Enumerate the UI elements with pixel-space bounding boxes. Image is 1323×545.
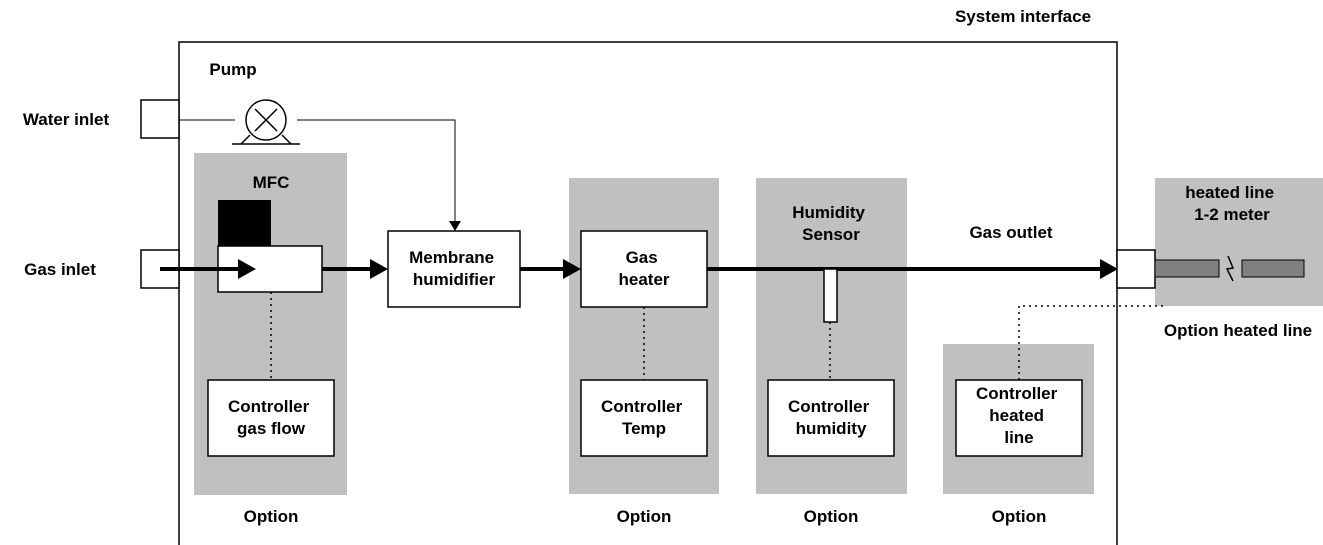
pump-label: Pump <box>209 60 256 79</box>
mfc-valve-block <box>218 200 271 246</box>
controller-temp-label: Controller Temp <box>601 397 687 438</box>
gas-outlet-port <box>1116 249 1156 289</box>
heated-line-line-1: heated line <box>1185 183 1274 202</box>
controller-heated-line-line-1: Controller <box>976 384 1058 403</box>
option-label-sensor: Option <box>804 507 859 526</box>
gas-heater-line-2: heater <box>618 270 669 289</box>
controller-heated-line-label: Controller heated line <box>976 384 1062 447</box>
heated-line-tube-right <box>1241 259 1305 278</box>
controller-heated-line-line-2: heated <box>989 406 1044 425</box>
controller-heated-line-line-3: line <box>1004 428 1033 447</box>
gas-inlet-label: Gas inlet <box>24 260 96 279</box>
controller-humidity-line-1: Controller <box>788 397 870 416</box>
controller-temp-line-1: Controller <box>601 397 683 416</box>
membrane-humidifier-label: Membrane humidifier <box>409 248 499 289</box>
option-label-heater: Option <box>617 507 672 526</box>
system-interface-label: System interface <box>955 7 1091 26</box>
controller-gas-flow-label: Controller gas flow <box>228 397 314 438</box>
heated-line-label: heated line 1-2 meter <box>1185 183 1279 224</box>
mfc-label: MFC <box>253 173 290 192</box>
controller-temp-line-2: Temp <box>622 419 666 438</box>
humidity-sensor-line-2: Sensor <box>802 225 860 244</box>
option-label-mfc: Option <box>244 507 299 526</box>
water-inlet-port <box>140 99 180 139</box>
controller-heated-line-box <box>955 379 1083 457</box>
controller-gas-flow-line-2: gas flow <box>237 419 306 438</box>
membrane-humidifier-box <box>387 230 521 308</box>
controller-gas-flow-box <box>207 379 335 457</box>
gas-heater-box <box>580 230 708 308</box>
controller-temp-box <box>580 379 708 457</box>
option-label-heated-line: Option <box>992 507 1047 526</box>
water-arrowhead <box>449 221 461 231</box>
heated-line-tube-left <box>1154 259 1220 278</box>
gas-flow-arrowhead-heater <box>563 259 581 279</box>
gas-flow-arrowhead-outlet <box>1100 259 1118 279</box>
pump-icon <box>232 99 300 145</box>
heated-line-option-panel <box>1155 178 1323 306</box>
heated-line-line-2: 1-2 meter <box>1194 205 1270 224</box>
controller-humidity-box <box>767 379 895 457</box>
gas-flow-arrowhead-mfc <box>238 259 256 279</box>
gas-heater-label: Gas heater <box>618 248 669 289</box>
controller-humidity-line-2: humidity <box>796 419 867 438</box>
control-line-heated-line <box>1018 305 1165 380</box>
humidity-sensor-probe <box>823 268 838 323</box>
gas-outlet-label: Gas outlet <box>969 223 1052 242</box>
gas-heater-line-1: Gas <box>626 248 658 267</box>
membrane-humidifier-line-1: Membrane <box>409 248 494 267</box>
heated-line-break-icon <box>1225 255 1235 282</box>
water-inlet-label: Water inlet <box>23 110 110 129</box>
humidity-sensor-label: Humidity Sensor <box>792 203 869 244</box>
membrane-humidifier-line-2: humidifier <box>413 270 496 289</box>
option-heated-line-label: Option heated line <box>1164 321 1312 340</box>
humidity-sensor-line-1: Humidity <box>792 203 865 222</box>
system-interface-frame <box>178 41 1118 545</box>
water-line-to-humidifier <box>297 119 456 221</box>
controller-humidity-label: Controller humidity <box>788 397 874 438</box>
controller-gas-flow-line-1: Controller <box>228 397 310 416</box>
gas-flow-arrowhead-humidifier <box>370 259 388 279</box>
